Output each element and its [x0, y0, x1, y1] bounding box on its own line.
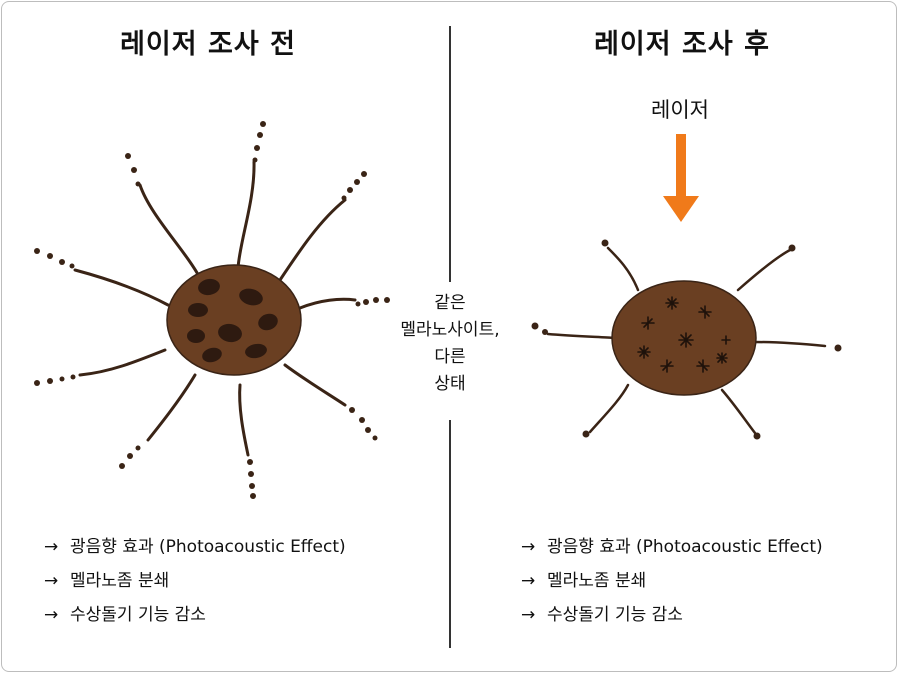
middle-label-line: 상태 [434, 374, 466, 394]
melanosome-fragment [696, 359, 710, 373]
arrow-right-icon: → [521, 571, 536, 591]
list-item: → 수상돌기 기능 감소 [44, 598, 346, 632]
laser-label: 레이저 [651, 98, 709, 122]
dendrite [73, 268, 170, 307]
middle-label-line: 다른 [434, 347, 466, 367]
dendrite [138, 183, 202, 280]
melanosome-fragment [637, 345, 651, 359]
effect-label: 수상돌기 기능 감소 [70, 605, 206, 625]
dendrite [146, 373, 197, 442]
middle-label-line: 멜라노사이트, [400, 320, 500, 340]
dendrite [78, 348, 167, 377]
melanosome [188, 303, 208, 317]
dendrite [278, 198, 347, 282]
melanosome-fragment [665, 296, 679, 310]
dendrites [546, 246, 827, 435]
effect-label: 광음향 효과 (Photoacoustic Effect) [70, 537, 346, 557]
dendrite [720, 388, 757, 435]
dendrite-melanin-dots [531, 239, 842, 440]
arrow-right-icon: → [44, 605, 59, 625]
list-item: → 멜라노좀 분쇄 [521, 564, 823, 598]
arrow-right-icon: → [521, 605, 536, 625]
dendrite [283, 363, 347, 407]
dendrite [236, 160, 256, 270]
melanosome [187, 329, 205, 343]
dendrites [73, 160, 357, 457]
melanosome-fragment [678, 332, 694, 348]
dendrite [606, 246, 640, 292]
list-item: → 광음향 효과 (Photoacoustic Effect) [44, 530, 346, 564]
center-divider-bottom [449, 420, 451, 648]
list-item: → 멜라노좀 분쇄 [44, 564, 346, 598]
melanosome-fragment [698, 305, 712, 319]
effect-label: 수상돌기 기능 감소 [547, 605, 683, 625]
title-after-laser: 레이저 조사 후 [594, 29, 770, 60]
dendrite [753, 340, 827, 348]
melanosome-fragment [716, 352, 728, 364]
dendrite [736, 248, 792, 292]
laser-arrow [663, 134, 699, 222]
middle-label-line: 같은 [434, 293, 466, 313]
arrow-right-icon: → [44, 571, 59, 591]
melanosome-fragment [641, 316, 655, 330]
melanosome [239, 288, 263, 306]
dendrite-melanin-dots [34, 121, 390, 499]
center-divider-top [449, 26, 451, 282]
melanosome [245, 343, 267, 359]
effects-list-after: →광음향 효과 (Photoacoustic Effect) →멜라노좀 분쇄 … [521, 530, 823, 632]
arrow-right-icon: → [44, 537, 59, 557]
cell-body [166, 264, 302, 376]
effect-label: 광음향 효과 (Photoacoustic Effect) [547, 537, 823, 557]
melanocyte-before [34, 121, 390, 499]
list-item: → 수상돌기 기능 감소 [521, 598, 823, 632]
arrow-right-icon: → [521, 537, 536, 557]
dendrite [588, 383, 630, 434]
dendrite [546, 332, 617, 340]
dendrite [238, 383, 250, 457]
melanocyte-after [531, 239, 842, 440]
dendrite [298, 297, 357, 310]
list-item: → 광음향 효과 (Photoacoustic Effect) [521, 530, 823, 564]
melanosome [218, 323, 242, 343]
melanosome [202, 347, 222, 363]
effect-label: 멜라노좀 분쇄 [70, 571, 170, 591]
middle-label: 같은 멜라노사이트, 다른 상태 [380, 290, 520, 398]
fragmented-melanosomes [637, 296, 731, 373]
melanosomes [187, 278, 278, 363]
effects-list-before: →광음향 효과 (Photoacoustic Effect) →멜라노좀 분쇄 … [44, 530, 346, 632]
melanosome-fragment [660, 359, 674, 373]
effect-label: 멜라노좀 분쇄 [547, 571, 647, 591]
melanosome [258, 313, 278, 331]
melanosome-fragment [721, 335, 731, 345]
melanosome [198, 278, 220, 296]
title-before-laser: 레이저 조사 전 [120, 29, 296, 60]
